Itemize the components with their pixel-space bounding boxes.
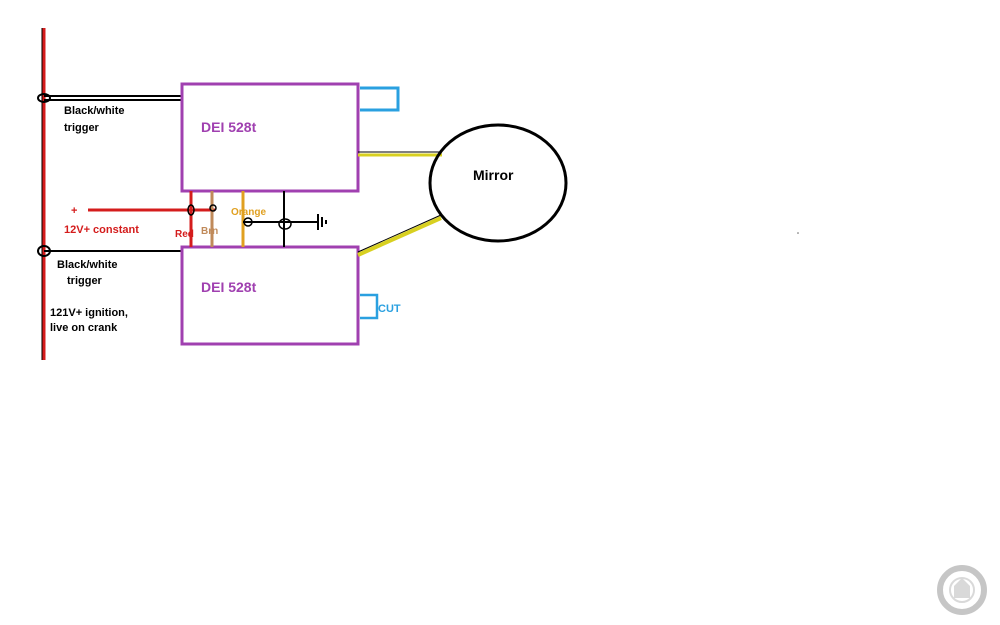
yellow-wire-bottom bbox=[357, 216, 442, 257]
red-junction bbox=[187, 204, 195, 216]
mirror-motor bbox=[428, 123, 568, 243]
ignition-label-2: live on crank bbox=[50, 322, 118, 334]
red-wire-label: Red bbox=[175, 229, 194, 240]
junction-top bbox=[37, 93, 51, 103]
constant-label: 12V+ constant bbox=[64, 224, 139, 236]
orange-wire-label: Orange bbox=[231, 207, 266, 218]
relay-top bbox=[180, 82, 360, 193]
trigger-label-top-1: Black/white bbox=[64, 105, 125, 117]
brown-wire-label: Brn bbox=[201, 226, 218, 237]
ignition-label-1: 121V+ ignition, bbox=[50, 307, 128, 319]
stray-dot bbox=[797, 232, 799, 234]
trigger-label-top-2: trigger bbox=[64, 122, 100, 134]
blue-output-bottom bbox=[360, 293, 379, 320]
ground-symbol-icon bbox=[317, 214, 327, 230]
plus-label: + bbox=[71, 205, 77, 217]
junction-bottom bbox=[37, 245, 51, 257]
orange-junction bbox=[243, 217, 253, 227]
blue-output-top bbox=[360, 86, 400, 112]
cut-label: CUT bbox=[378, 303, 401, 315]
ground-junction bbox=[278, 218, 292, 230]
mirror-label: Mirror bbox=[473, 167, 514, 183]
trigger-label-bottom-2: trigger bbox=[67, 275, 103, 287]
relay-bottom bbox=[180, 245, 360, 346]
brown-junction bbox=[209, 204, 217, 212]
relay-bottom-label: DEI 528t bbox=[201, 279, 257, 295]
watermark-seal-icon bbox=[937, 565, 987, 615]
trigger-label-bottom-1: Black/white bbox=[57, 259, 118, 271]
relay-top-label: DEI 528t bbox=[201, 119, 257, 135]
yellow-wire-bottom-edge bbox=[357, 214, 442, 253]
